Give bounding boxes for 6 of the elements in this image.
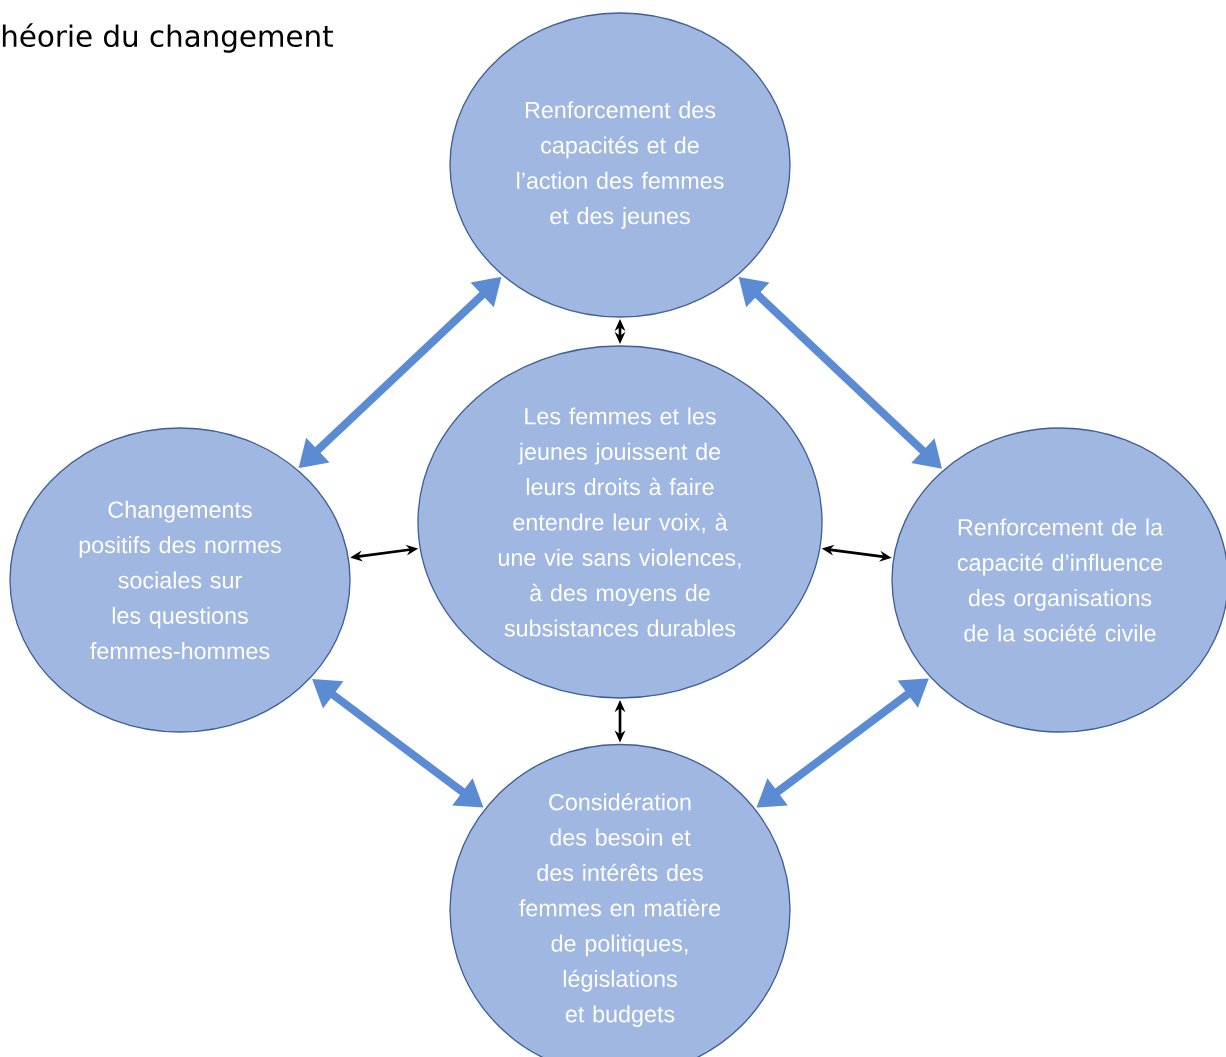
ellipse-node: Considération des besoin et des intérêts des femmes en matière de politiques, législations et budgets: [449, 743, 791, 1057]
ellipse-node: Renforcement de la capacité d’influence des organisations de la société civile: [891, 427, 1226, 733]
ellipse-node: Renforcement des capacités et de l’action des femmes et des jeunes: [449, 12, 791, 318]
ellipse-node: Changements positifs des normes sociales sur les questions femmes-hommes: [9, 427, 351, 733]
title: héorie du changement: [2, 23, 333, 53]
ellipse-node: Les femmes et les jeunes jouissent de leurs droits à faire entendre leur voix, à une vie sans violences, à des moyens de subsistances durables: [417, 345, 823, 699]
